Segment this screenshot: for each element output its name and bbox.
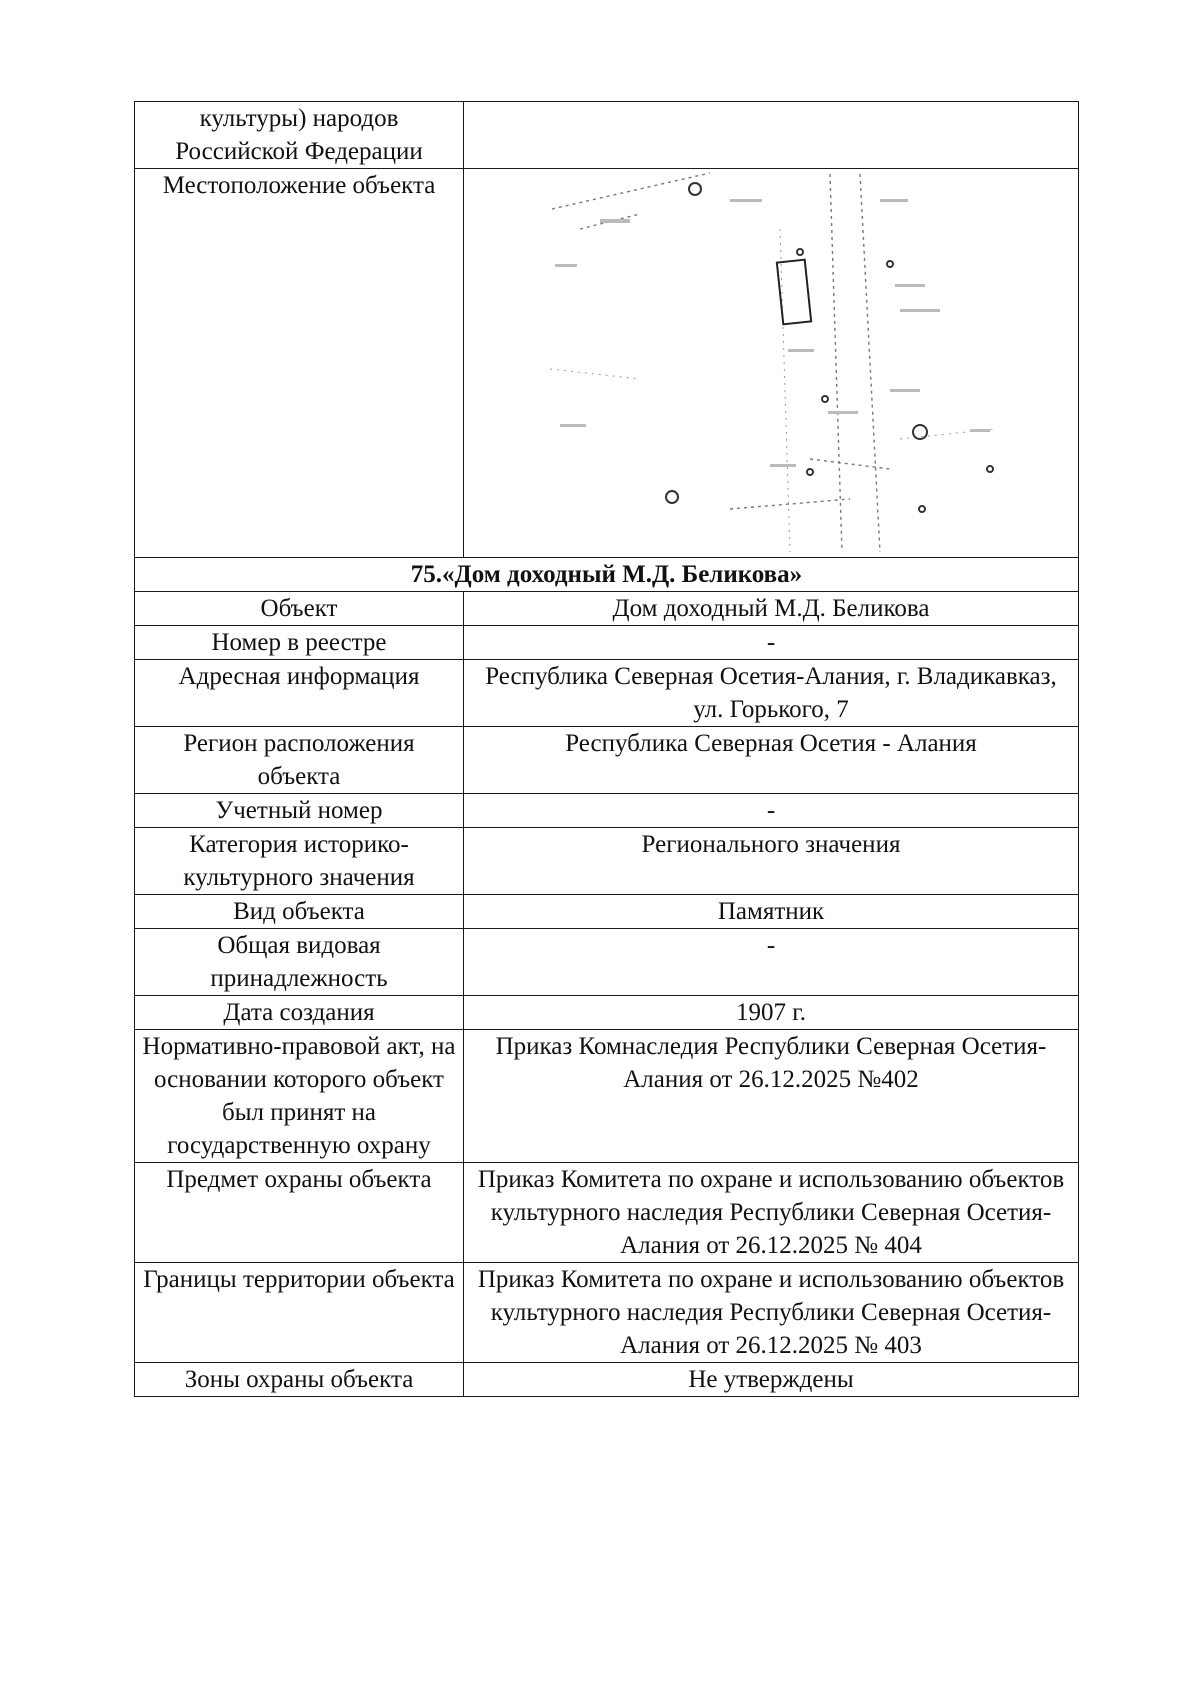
table-row: Общая видовая принадлежность -: [134, 928, 1079, 996]
map-pin-icon: [688, 182, 702, 196]
table-row: культуры) народов Российской Федерации: [134, 101, 1079, 169]
row-value: Республика Северная Осетия-Алания, г. Вл…: [463, 659, 1079, 727]
table-row: Номер в реестре -: [134, 625, 1079, 660]
row-label: Нормативно-правовой акт, на основании ко…: [134, 1029, 464, 1163]
row-value: Приказ Комитета по охране и использовани…: [463, 1162, 1079, 1263]
row-value: Приказ Комитета по охране и использовани…: [463, 1262, 1079, 1363]
map-pin-icon: [912, 424, 928, 440]
row-label: Объект: [134, 591, 464, 626]
section-title: 75.«Дом доходный М.Д. Беликова»: [134, 557, 1079, 592]
table-row: Объект Дом доходный М.Д. Беликова: [134, 591, 1079, 626]
row-value: Приказ Комнаследия Республики Северная О…: [463, 1029, 1079, 1163]
row-label: Адресная информация: [134, 659, 464, 727]
table-row: Нормативно-правовой акт, на основании ко…: [134, 1029, 1079, 1163]
row-value: -: [463, 793, 1079, 828]
location-map: [550, 172, 996, 552]
section-title-row: 75.«Дом доходный М.Д. Беликова»: [134, 557, 1079, 592]
row-value: [463, 101, 1079, 169]
row-value: -: [463, 625, 1079, 660]
row-value: Не утверждены: [463, 1362, 1079, 1397]
table-row: Категория историко-культурного значения …: [134, 827, 1079, 895]
heritage-register-table: культуры) народов Российской Федерации М…: [134, 101, 1079, 1397]
row-value: Дом доходный М.Д. Беликова: [463, 591, 1079, 626]
row-label: Категория историко-культурного значения: [134, 827, 464, 895]
row-label: культуры) народов Российской Федерации: [134, 101, 464, 169]
row-label: Учетный номер: [134, 793, 464, 828]
row-label: Регион расположения объекта: [134, 726, 464, 794]
row-label: Границы территории объекта: [134, 1262, 464, 1363]
table-row: Регион расположения объекта Республика С…: [134, 726, 1079, 794]
table-row: Адресная информация Республика Северная …: [134, 659, 1079, 727]
table-row: Зоны охраны объекта Не утверждены: [134, 1362, 1079, 1397]
row-label: Общая видовая принадлежность: [134, 928, 464, 996]
table-row: Предмет охраны объекта Приказ Комитета п…: [134, 1162, 1079, 1263]
row-value: Республика Северная Осетия - Алания: [463, 726, 1079, 794]
table-row-location: Местоположение объекта: [134, 168, 1079, 558]
location-map-cell: [463, 168, 1079, 558]
row-value: -: [463, 928, 1079, 996]
row-value: Регионального значения: [463, 827, 1079, 895]
row-label: Дата создания: [134, 995, 464, 1030]
row-value: 1907 г.: [463, 995, 1079, 1030]
table-row: Дата создания 1907 г.: [134, 995, 1079, 1030]
table-row: Учетный номер -: [134, 793, 1079, 828]
row-label: Местоположение объекта: [134, 168, 464, 558]
row-label: Предмет охраны объекта: [134, 1162, 464, 1263]
row-label: Вид объекта: [134, 894, 464, 929]
map-pin-icon: [665, 490, 679, 504]
row-value: Памятник: [463, 894, 1079, 929]
map-pin-icon: [796, 248, 804, 256]
row-label: Номер в реестре: [134, 625, 464, 660]
table-row: Границы территории объекта Приказ Комите…: [134, 1262, 1079, 1363]
row-label: Зоны охраны объекта: [134, 1362, 464, 1397]
table-row: Вид объекта Памятник: [134, 894, 1079, 929]
